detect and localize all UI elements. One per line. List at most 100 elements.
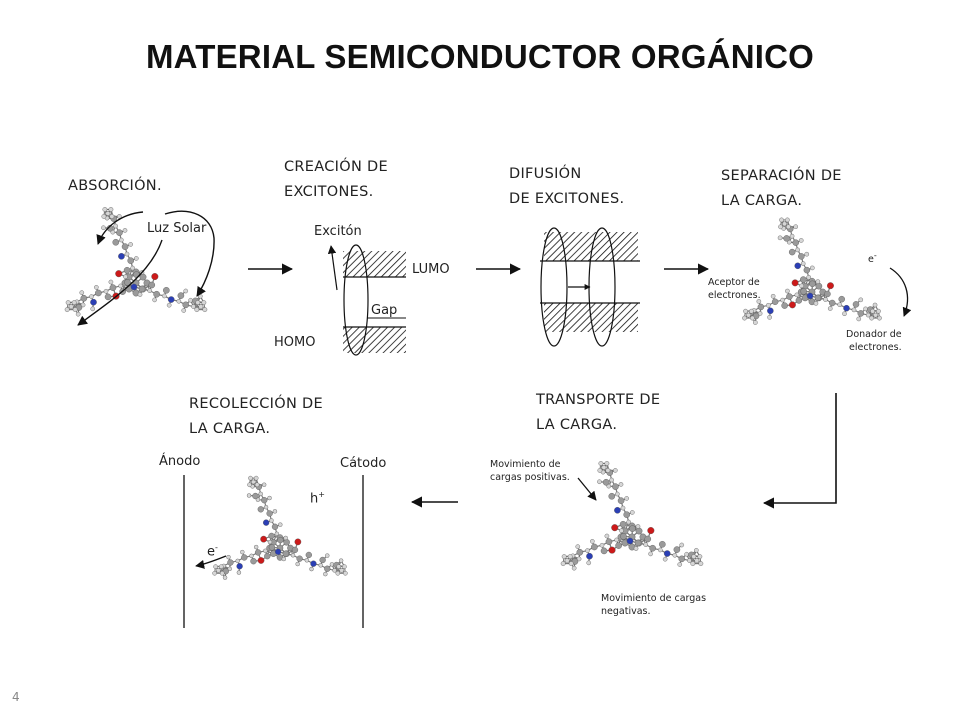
hole-label: h+ bbox=[310, 490, 325, 506]
sunlight-label: Luz Solar bbox=[147, 221, 207, 236]
electron-transfer-arrow bbox=[889, 267, 912, 317]
atom bbox=[104, 293, 112, 301]
atom bbox=[647, 527, 655, 535]
atom bbox=[611, 524, 619, 532]
atom bbox=[597, 479, 602, 485]
electron-extraction-arrow bbox=[195, 555, 227, 569]
atom bbox=[108, 279, 114, 285]
atom bbox=[247, 482, 252, 488]
atom bbox=[130, 265, 135, 271]
atom bbox=[161, 293, 167, 299]
atom bbox=[218, 564, 224, 569]
atom bbox=[561, 554, 567, 559]
atom bbox=[672, 552, 678, 558]
atom bbox=[605, 538, 613, 545]
atom bbox=[269, 518, 274, 523]
atom bbox=[148, 281, 156, 289]
molecule-transport bbox=[560, 461, 704, 571]
atom bbox=[643, 542, 649, 547]
atom bbox=[90, 306, 96, 312]
atom bbox=[167, 296, 175, 303]
atom bbox=[305, 551, 312, 559]
atom bbox=[267, 539, 273, 545]
atom bbox=[644, 535, 652, 543]
atom bbox=[576, 548, 584, 556]
electron-label-collection: e- bbox=[207, 543, 218, 559]
acceptor-label-line1: Aceptor de bbox=[708, 277, 760, 288]
atom bbox=[291, 546, 299, 554]
atom bbox=[746, 312, 751, 318]
atom bbox=[617, 497, 625, 504]
atom bbox=[659, 541, 666, 548]
atom bbox=[800, 288, 807, 295]
atom bbox=[615, 491, 620, 497]
atom bbox=[261, 482, 267, 487]
homo-label: HOMO bbox=[274, 335, 316, 350]
atom bbox=[71, 300, 77, 305]
stage-exciton-creation: CREACIÓN DE EXCITONES. bbox=[284, 157, 388, 203]
atom bbox=[226, 554, 231, 560]
stage-charge-separation-line1: SEPARACIÓN DE bbox=[721, 168, 842, 184]
atom bbox=[795, 247, 800, 253]
atom bbox=[108, 207, 114, 212]
atom bbox=[771, 298, 779, 306]
atom bbox=[198, 304, 204, 309]
atom bbox=[788, 248, 796, 256]
atom bbox=[130, 283, 138, 291]
atom bbox=[800, 261, 806, 266]
atom bbox=[626, 519, 631, 525]
atom bbox=[634, 539, 642, 547]
atom bbox=[586, 560, 592, 566]
atom bbox=[781, 302, 788, 309]
atom bbox=[268, 544, 276, 551]
atom bbox=[176, 298, 182, 304]
atom bbox=[602, 478, 610, 486]
atom bbox=[597, 468, 603, 473]
atom bbox=[268, 532, 275, 540]
atom bbox=[679, 542, 685, 548]
atom bbox=[257, 506, 264, 513]
sunlight-arrow-2 bbox=[164, 210, 215, 297]
atom bbox=[851, 307, 857, 313]
atom bbox=[586, 552, 593, 560]
atom bbox=[235, 558, 240, 564]
atom bbox=[827, 306, 833, 311]
atom bbox=[815, 279, 821, 284]
atom bbox=[309, 566, 314, 572]
atom bbox=[295, 561, 300, 567]
atom bbox=[216, 568, 221, 573]
page-number: 4 bbox=[12, 690, 20, 704]
atom bbox=[101, 225, 106, 231]
anode-label: Ánodo bbox=[159, 454, 201, 469]
atom bbox=[842, 311, 847, 316]
atom bbox=[103, 288, 109, 294]
atom bbox=[325, 553, 330, 558]
atom bbox=[138, 285, 146, 293]
atom bbox=[783, 235, 790, 242]
atom bbox=[767, 307, 774, 315]
diffusion-exciton-ellipse-1 bbox=[540, 227, 568, 347]
atom bbox=[649, 544, 656, 552]
negative-motion-label: Movimiento de cargas negativas. bbox=[601, 592, 706, 618]
atom bbox=[112, 238, 120, 246]
atom bbox=[756, 299, 762, 304]
atom bbox=[687, 558, 692, 563]
exciton-label: Excitón bbox=[314, 224, 362, 239]
atom bbox=[119, 237, 124, 243]
stage-exciton-creation-line2: EXCITONES. bbox=[284, 184, 374, 200]
atom bbox=[663, 550, 671, 557]
atom bbox=[800, 276, 807, 283]
atom bbox=[662, 556, 668, 562]
atom bbox=[253, 544, 259, 550]
atom bbox=[778, 224, 783, 230]
atom bbox=[236, 563, 243, 570]
band-diagram-diffusion bbox=[540, 227, 640, 347]
atom bbox=[564, 558, 570, 563]
atom bbox=[785, 217, 790, 223]
atom bbox=[873, 312, 878, 318]
atom bbox=[181, 308, 187, 313]
atom bbox=[698, 561, 704, 566]
atom bbox=[799, 283, 804, 289]
atom bbox=[815, 282, 823, 290]
